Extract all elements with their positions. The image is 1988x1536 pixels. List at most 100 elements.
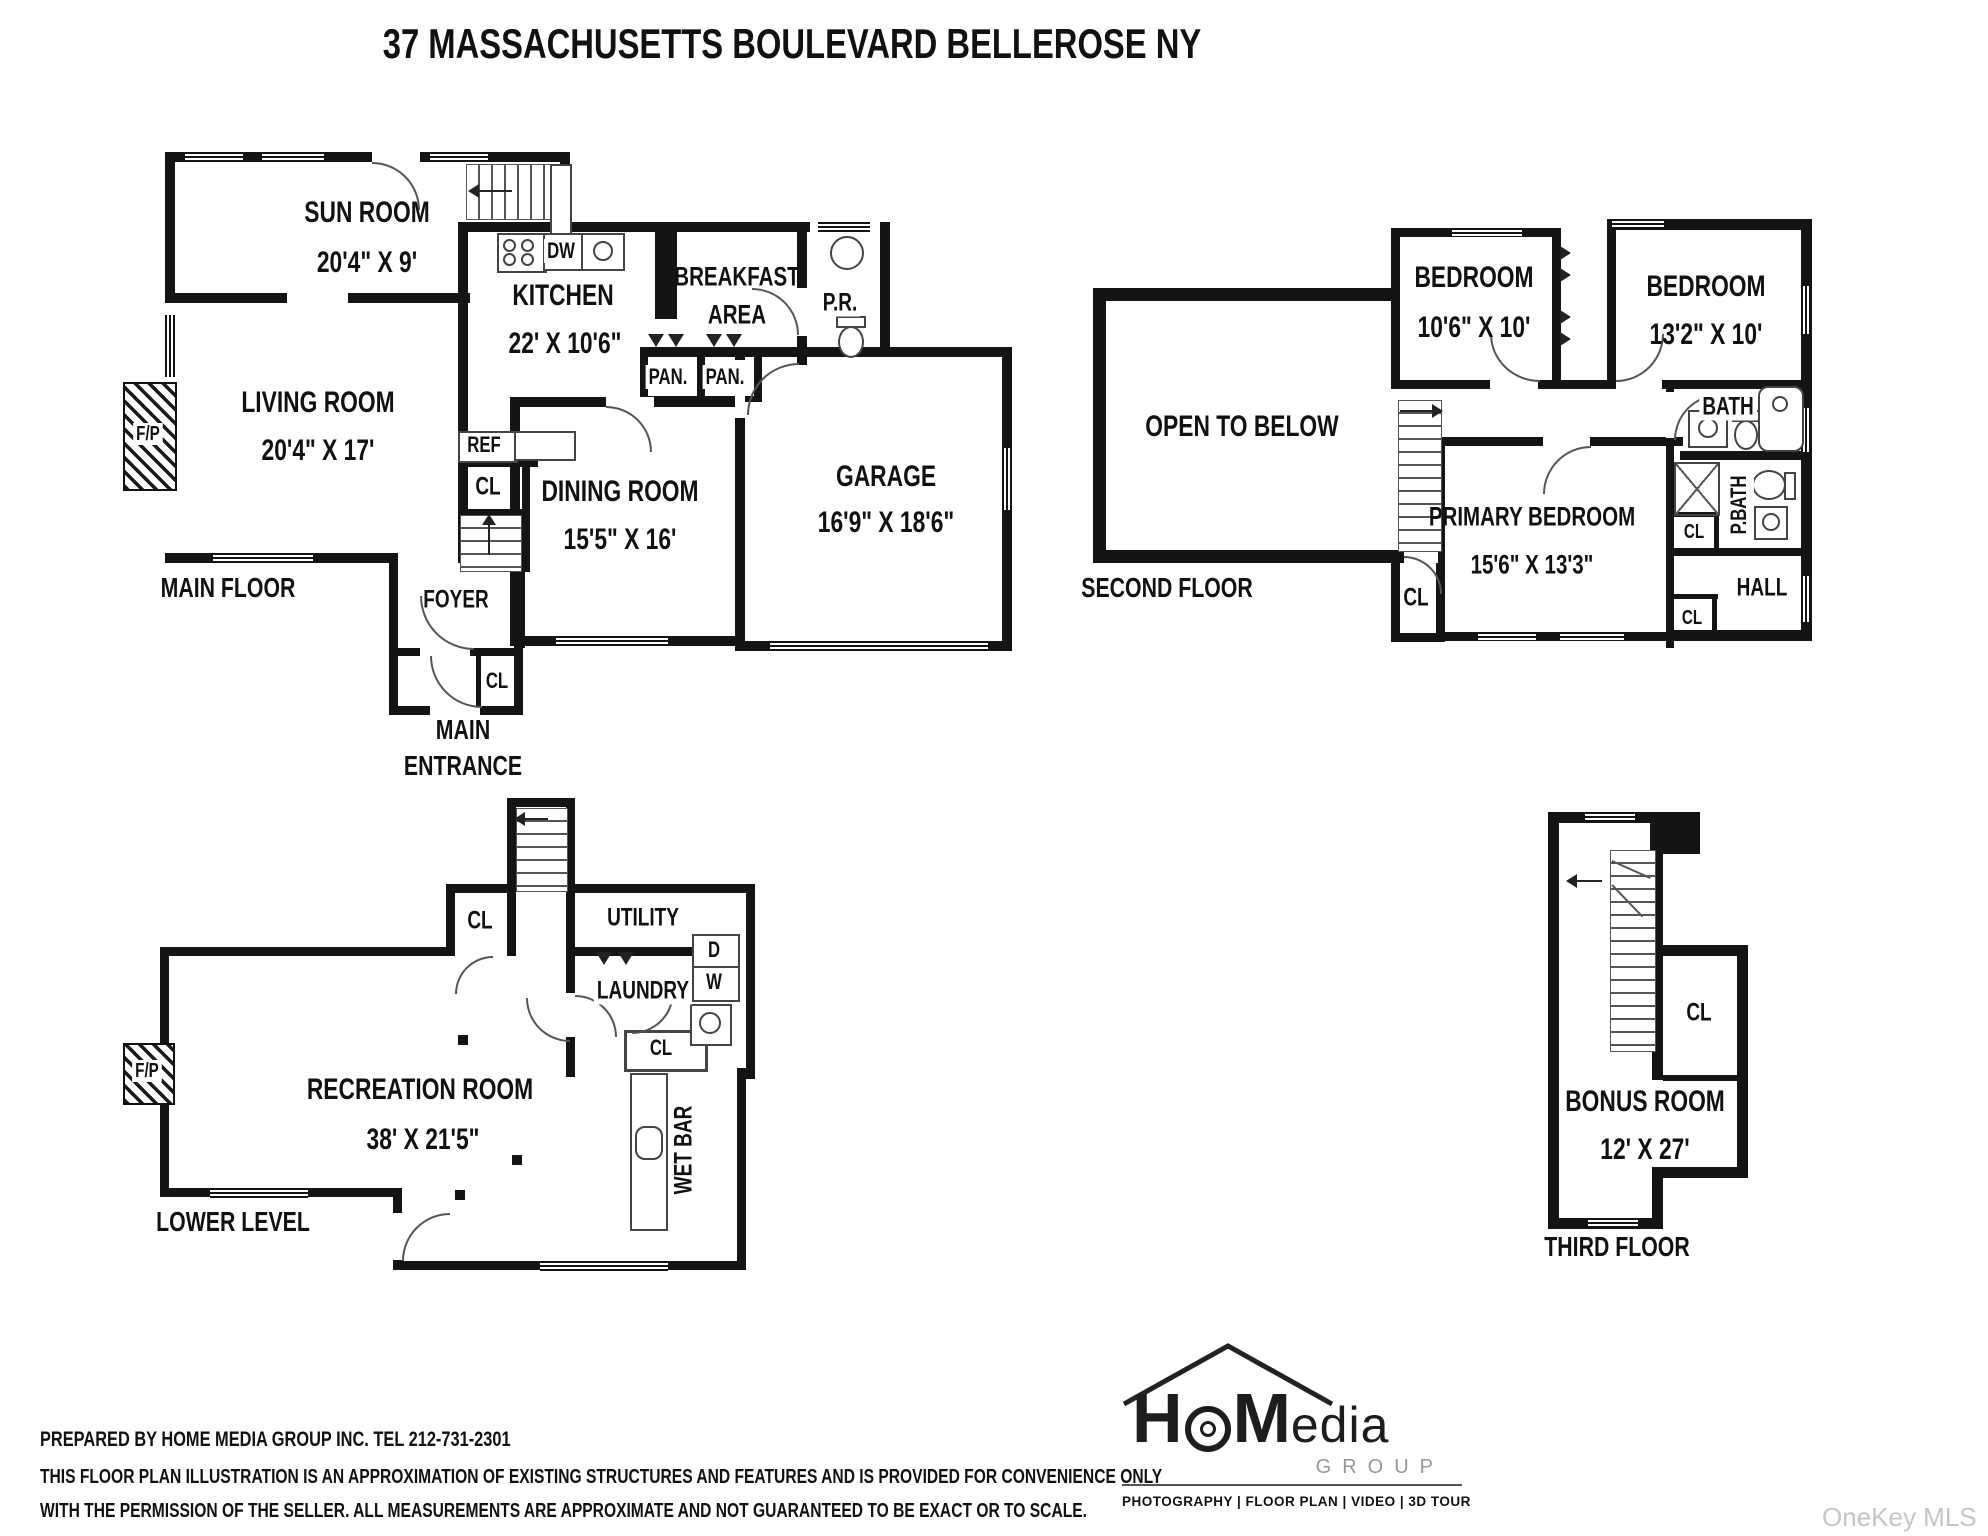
wall (1650, 812, 1700, 854)
door-arc (455, 956, 493, 994)
wall (575, 947, 693, 956)
bonus-room-label: BONUS ROOM (1565, 1085, 1725, 1118)
recreation-room-dims: 38' X 21'5" (366, 1123, 480, 1156)
window (210, 1188, 308, 1198)
closet-label-2: CL (482, 669, 512, 693)
door-arc (402, 1213, 450, 1261)
window (1585, 812, 1635, 822)
primary-bedroom-label: PRIMARY BEDROOM (1428, 501, 1636, 532)
door-opening (420, 648, 470, 656)
powder-room-label: P.R. (819, 289, 861, 317)
door-opening (1543, 437, 1590, 446)
door-opening (430, 706, 480, 715)
brand-services: PHOTOGRAPHY | FLOOR PLAN | VIDEO | 3D TO… (1122, 1484, 1470, 1509)
sink-basin-icon (699, 1012, 721, 1034)
sun-room-label: SUN ROOM (304, 196, 430, 229)
wall (458, 461, 538, 467)
bifold-door-icon (648, 334, 664, 347)
door-opening (606, 397, 654, 407)
window (1612, 219, 1664, 229)
lower-level-label: LOWER LEVEL (156, 1206, 310, 1237)
sink-icon (635, 1126, 663, 1160)
wall (1391, 553, 1400, 641)
door-opening (1490, 380, 1538, 389)
bedroom-right-label: BEDROOM (1646, 270, 1766, 303)
sink-icon (1754, 506, 1788, 540)
second-floor-label: SECOND FLOOR (1081, 572, 1253, 603)
kitchen-dims: 22' X 10'6" (508, 327, 622, 360)
wall (754, 355, 762, 402)
window (213, 553, 313, 563)
closet-label-3: CL (1678, 607, 1706, 629)
bifold-door-icon (1560, 310, 1571, 324)
recreation-room-label: RECREATION ROOM (306, 1073, 534, 1106)
bedroom-right-dims: 13'2" X 10' (1649, 318, 1763, 351)
door-arc (430, 656, 482, 708)
foyer-label: FOYER (423, 585, 489, 614)
wall (737, 1070, 755, 1079)
stove-icon (497, 233, 547, 273)
closet-label: CL (1686, 998, 1712, 1027)
primary-bedroom-dims: 15'6" X 13'3" (1470, 549, 1594, 580)
wall (1548, 812, 1559, 1229)
window (540, 1261, 668, 1271)
roof-icon (1122, 1343, 1334, 1407)
wall (507, 884, 516, 956)
stairs-arrow (488, 521, 490, 555)
window (185, 152, 243, 162)
wall (1652, 852, 1663, 947)
burner-icon (521, 253, 534, 266)
wall (1093, 288, 1106, 563)
wall (1714, 512, 1719, 553)
window (1588, 1218, 1638, 1228)
wall (517, 572, 525, 648)
wall (160, 947, 455, 956)
stairs (466, 164, 552, 220)
wall (571, 884, 755, 893)
wall (1652, 945, 1748, 956)
burner-icon (503, 253, 516, 266)
bifold-door-icon (726, 334, 742, 347)
pantry-label: PAN. (645, 365, 691, 389)
dryer-label: D (707, 937, 721, 962)
window (1801, 286, 1811, 334)
bifold-door-icon (668, 334, 684, 347)
stairs-arrow (476, 190, 512, 192)
wall (655, 231, 677, 319)
window (1801, 408, 1811, 452)
window (1560, 632, 1624, 641)
window (262, 152, 324, 162)
burner-icon (521, 239, 534, 252)
wall (1607, 219, 1812, 230)
wall (507, 798, 575, 807)
washer-label: W (706, 969, 722, 994)
wall (1607, 228, 1616, 389)
wall (1652, 945, 1663, 1080)
door-arc (526, 998, 570, 1042)
window (1452, 228, 1522, 237)
wall (458, 222, 810, 232)
footer-disclaimer-1: THIS FLOOR PLAN ILLUSTRATION IS AN APPRO… (40, 1466, 1163, 1488)
living-room-dims: 20'4" X 17' (261, 434, 375, 467)
door-opening (735, 360, 745, 418)
stairs-arrow-head (514, 812, 525, 826)
wall (1666, 594, 1718, 599)
bonus-room-dims: 12' X 27' (1600, 1133, 1690, 1166)
breakfast-area-label: BREAKFAST (674, 261, 800, 292)
closet-label-2: CL (1680, 521, 1708, 543)
sink-icon (830, 236, 864, 270)
pantry-label-2: PAN. (702, 365, 748, 389)
closet-label: CL (467, 906, 493, 935)
bedroom-left-label: BEDROOM (1414, 261, 1534, 294)
stairs (1610, 850, 1656, 1052)
dining-room-label: DINING ROOM (541, 475, 699, 508)
sun-room-dims: 20'4" X 9' (316, 246, 418, 279)
dining-room-dims: 15'5" X 16' (563, 523, 677, 556)
door-arc (1543, 446, 1591, 494)
wall (735, 347, 1012, 357)
burner-icon (503, 239, 516, 252)
main-entrance-label-2: ENTRANCE (403, 750, 523, 781)
toilet-icon (1734, 420, 1758, 450)
wall (507, 798, 516, 893)
